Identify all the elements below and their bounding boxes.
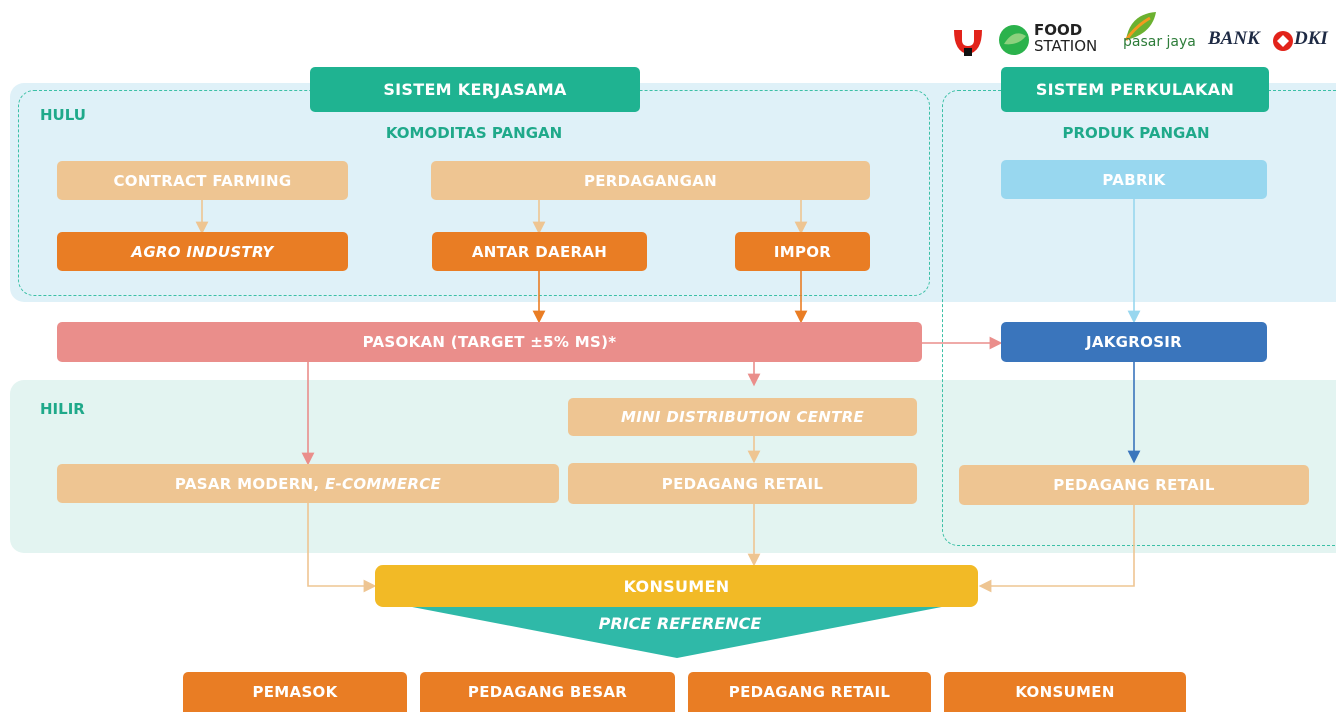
bank-dki-logo-icon xyxy=(1273,31,1293,51)
food-station-logo-icon xyxy=(999,25,1029,55)
price-reference-label: PRICE REFERENCE xyxy=(598,614,762,633)
hilir-label: HILIR xyxy=(40,400,85,418)
produk-pangan-label: PRODUK PANGAN xyxy=(1062,124,1210,142)
price-reference-funnel xyxy=(376,600,978,658)
pedagang-retail-middle-box: PEDAGANG RETAIL xyxy=(568,463,917,504)
mini-distribution-centre-box: MINI DISTRIBUTION CENTRE xyxy=(568,398,917,436)
pabrik-box: PABRIK xyxy=(1001,160,1267,199)
bottom-pedagang-besar-box: PEDAGANG BESAR xyxy=(420,672,675,712)
impor-box: IMPOR xyxy=(735,232,870,271)
sistem-kerjasama-header: SISTEM KERJASAMA xyxy=(310,67,640,112)
leaf-logo-icon xyxy=(1124,12,1156,41)
konsumen-box: KONSUMEN xyxy=(375,565,978,607)
pedagang-retail-right-box: PEDAGANG RETAIL xyxy=(959,465,1309,505)
pasarjaya-logo-text: pasar jaya xyxy=(1123,34,1196,50)
bottom-konsumen-box: KONSUMEN xyxy=(944,672,1186,712)
food-logo-text: FOOD xyxy=(1034,21,1083,39)
perdagangan-box: PERDAGANGAN xyxy=(431,161,870,200)
antar-daerah-box: ANTAR DAERAH xyxy=(432,232,647,271)
station-logo-text: STATION xyxy=(1034,37,1098,55)
shield-logo-icon xyxy=(954,30,982,56)
komoditas-pangan-label: KOMODITAS PANGAN xyxy=(385,124,563,142)
bottom-pemasok-box: PEMASOK xyxy=(183,672,407,712)
sistem-perkulakan-header: SISTEM PERKULAKAN xyxy=(1001,67,1269,112)
bottom-pedagang-retail-box: PEDAGANG RETAIL xyxy=(688,672,931,712)
pasar-modern-ecommerce-box: PASAR MODERN, E-COMMERCE xyxy=(57,464,559,503)
agro-industry-box: AGRO INDUSTRY xyxy=(57,232,348,271)
pasokan-box: PASOKAN (TARGET ±5% MS)* xyxy=(57,322,922,362)
jakgrosir-box: JAKGROSIR xyxy=(1001,322,1267,362)
contract-farming-box: CONTRACT FARMING xyxy=(57,161,348,200)
hulu-label: HULU xyxy=(40,106,86,124)
dki-logo-text: DKI xyxy=(1294,28,1328,49)
ecommerce-label: E-COMMERCE xyxy=(324,474,442,493)
bank-logo-text: BANK xyxy=(1208,28,1260,49)
pasar-modern-label: PASAR MODERN, xyxy=(174,474,325,493)
